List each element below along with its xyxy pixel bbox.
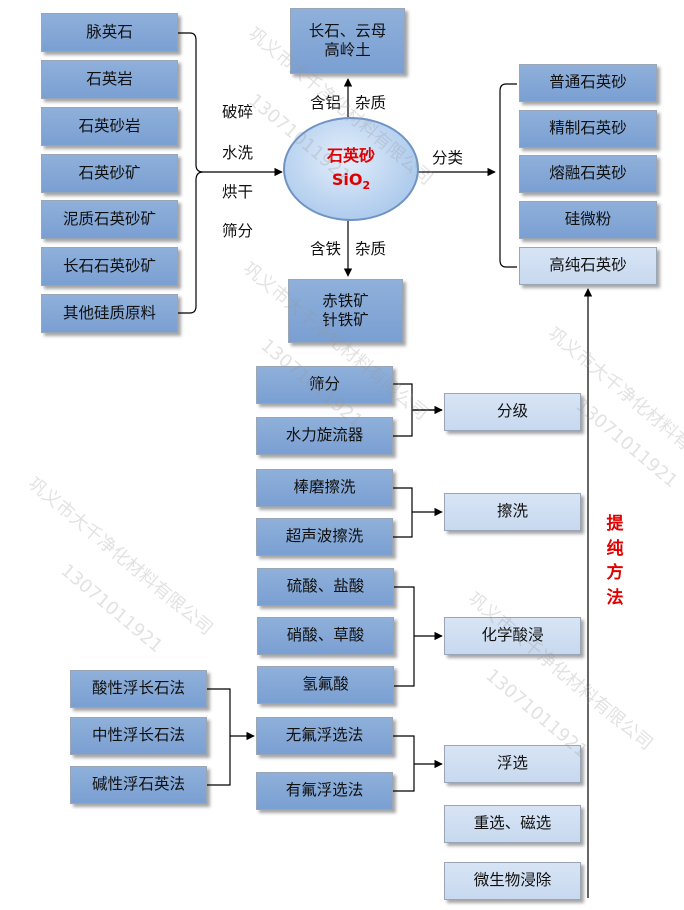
source-box: 脉英石 [41, 13, 178, 52]
scrubbing-input: 超声波擦洗 [256, 518, 393, 556]
product-box: 精制石英砂 [519, 110, 657, 148]
scrubbing-result: 擦洗 [444, 493, 581, 531]
process-step: 筛分 [222, 222, 254, 240]
source-bracket-lower [178, 171, 204, 314]
fe-impurity-line2: 针铁矿 [322, 311, 369, 329]
al-label-a: 含铝 [310, 94, 342, 112]
flotation-feeder: 酸性浮长石法 [70, 670, 207, 708]
process-step: 破碎 [222, 103, 254, 121]
process-step: 烘干 [222, 183, 254, 201]
feeders-bracket [207, 688, 231, 786]
flotation-feeder: 碱性浮石英法 [70, 766, 207, 804]
source-box: 其他硅质原料 [41, 294, 178, 333]
source-box: 长石石英砂矿 [41, 247, 178, 286]
other-method: 微生物浸除 [444, 862, 581, 900]
al-impurity-line1: 长石、云母 [308, 21, 387, 40]
product-box: 熔融石英砂 [519, 155, 657, 193]
product-box: 硅微粉 [519, 201, 657, 239]
al-impurity-box: 长石、云母 高岭土 [290, 8, 405, 74]
fe-impurity-line1: 赤铁矿 [322, 291, 369, 310]
source-box: 石英砂岩 [41, 107, 178, 146]
scrubbing-bracket [393, 487, 413, 538]
al-impurity-line2: 高岭土 [324, 41, 371, 59]
flotation-bracket [393, 735, 415, 792]
leaching-input: 氢氟酸 [257, 666, 394, 704]
products-bracket [499, 83, 517, 268]
flotation-result: 浮选 [444, 745, 581, 783]
scrubbing-input: 棒磨擦洗 [256, 469, 393, 507]
process-step: 水洗 [222, 144, 254, 162]
leaching-bracket [394, 586, 415, 687]
flotation-feeder: 中性浮长石法 [70, 717, 207, 755]
source-box: 石英岩 [41, 60, 178, 99]
fe-impurity-box: 赤铁矿 针铁矿 [288, 279, 403, 343]
source-bracket-arrow [178, 32, 283, 177]
fe-label-b: 杂质 [355, 240, 387, 258]
other-method: 重选、磁选 [444, 805, 581, 843]
source-box: 泥质石英砂矿 [41, 200, 178, 239]
center-name: 石英砂 [326, 146, 375, 166]
methods-title: 提纯方法 [606, 514, 624, 608]
formula-main: SiO [331, 169, 363, 189]
leaching-input: 硝酸、草酸 [257, 617, 394, 655]
flotation-input: 无氟浮选法 [256, 717, 393, 755]
al-label-b: 杂质 [355, 94, 387, 112]
leaching-input: 硫酸、盐酸 [257, 568, 394, 606]
classify-label: 分类 [432, 149, 464, 167]
grading-result: 分级 [444, 393, 581, 431]
quartz-sand-node: 石英砂 SiO2 [283, 117, 419, 221]
formula-sub: 2 [362, 178, 371, 192]
flotation-input: 有氟浮选法 [256, 772, 393, 810]
center-formula: SiO2 [332, 168, 370, 194]
grading-input: 水力旋流器 [256, 417, 393, 455]
product-box: 普通石英砂 [519, 64, 657, 102]
source-box: 石英砂矿 [41, 154, 178, 193]
leaching-result: 化学酸浸 [444, 617, 581, 655]
grading-input: 筛分 [256, 366, 393, 404]
fe-label-a: 含铁 [310, 240, 342, 258]
product-box-high-purity: 高纯石英砂 [519, 247, 657, 285]
